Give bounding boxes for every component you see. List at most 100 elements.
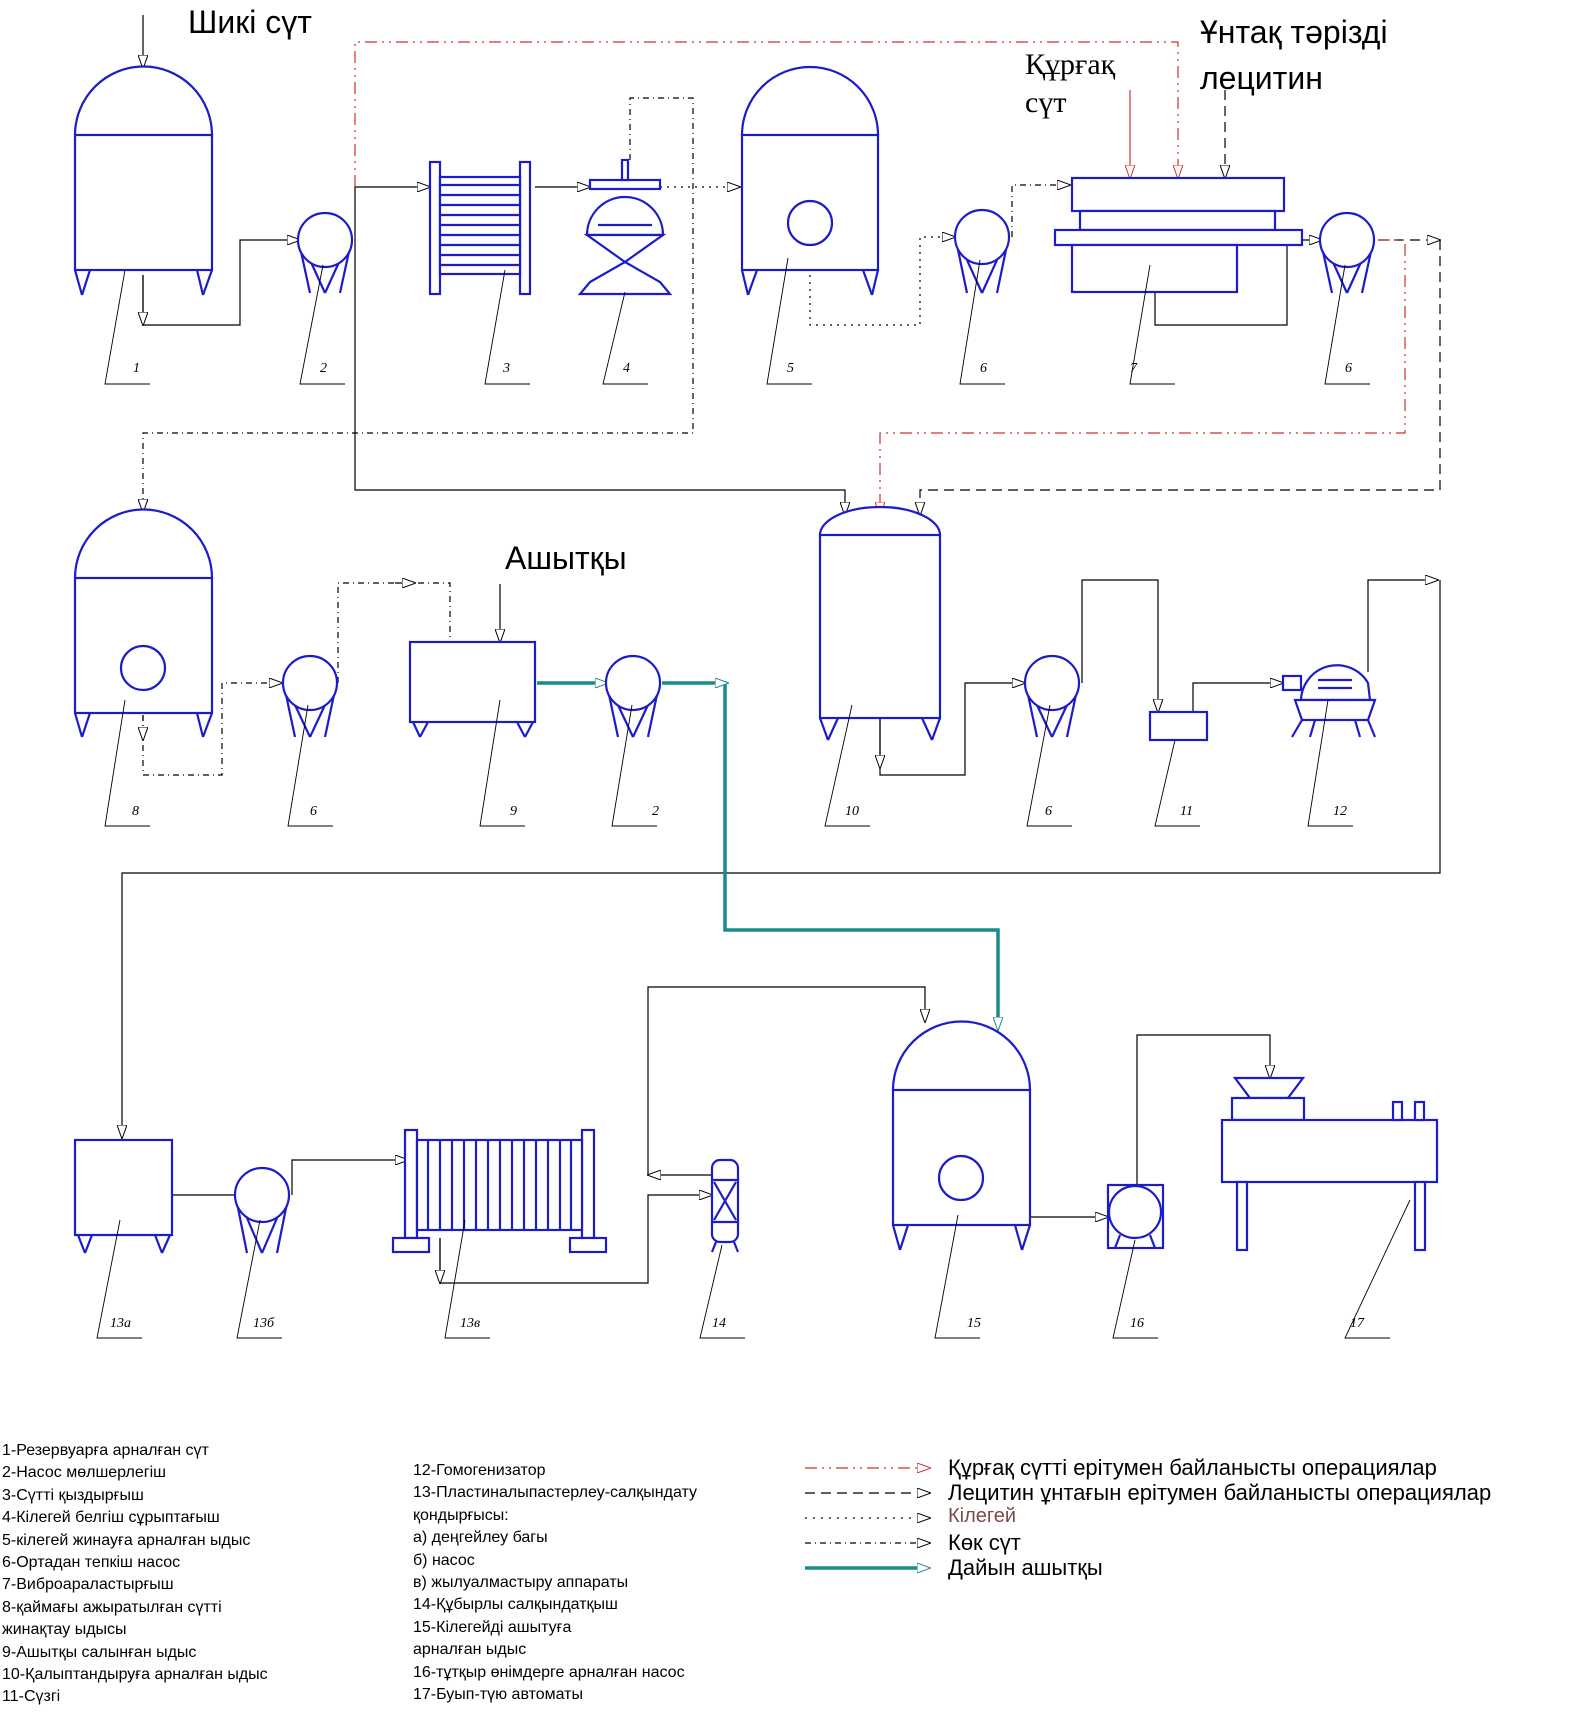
item-number: 16 [1130,1316,1144,1331]
packing-machine-17 [1220,1076,1439,1252]
legend-item: 12-Гомогенизатор [413,1462,546,1479]
legend-item: 11-Сүзгі [2,1688,61,1706]
item-number: 15 [967,1316,981,1331]
legend-item: 9-Ашытқы салынған ыдыс [2,1643,197,1661]
item-number: 11 [1180,804,1193,819]
filter-11 [1148,710,1209,742]
centrifugal-pump-6b [1318,211,1376,294]
item-numbers: 1 2 3 4 5 6 7 6 8 6 9 2 10 6 11 12 13а 1… [110,361,1365,1331]
equipment-legend-1: 1-Резервуарға арналған сүт 2-Насос мөлше… [2,1440,268,1709]
legend-item: қондырғысы: [413,1506,509,1524]
legend-item: арналған ыдыс [413,1641,527,1659]
line-legend-lecithin: Лецитин ұнтағын ерітумен байланысты опер… [948,1480,1492,1505]
item-number: 6 [310,804,317,819]
item-number: 14 [712,1316,726,1331]
item-number: 2 [652,804,659,819]
item-number: 13в [460,1316,480,1331]
item-number: 4 [623,361,630,376]
dry-milk-input-label-2: сүт [1025,86,1067,119]
plate-heat-exchanger-13v [391,1128,608,1254]
equipment-legend-2: 12-Гомогенизатор 13-Пластиналыпастерлеу-… [413,1460,697,1706]
skim-milk-tank-8 [73,508,214,738]
starter-input-label: Ашытқы [505,540,627,576]
pipe-homogenizer-out [1367,580,1438,672]
legend-item: 1-Резервуарға арналған сүт [2,1442,209,1459]
legend-item: 13-Пластиналыпастерлеу-салқындату [413,1484,697,1502]
item-number: 10 [845,804,859,819]
item-number: 1 [133,361,140,376]
pipe-tank8-pump6 [142,683,282,776]
legend-item: 8-қаймағы ажыратылған сүтті [2,1598,222,1616]
item-number: 6 [1045,804,1052,819]
vibro-mixer-7 [1053,176,1304,294]
item-number: 13б [253,1316,275,1331]
cream-tank-5 [740,65,880,296]
pipe-pump2-heater3 [354,187,430,240]
lecithin-input-label-1: Ұнтақ тәрізді [1200,14,1388,50]
centrifugal-pump-6c [281,654,339,738]
legend-item: 6-Ортадан тепкіш насос [2,1554,181,1572]
item-number: 2 [320,361,327,376]
legend-item: б) насос [413,1551,475,1569]
legend-item: 17-Буып-түю автоматы [413,1686,584,1704]
pipe-skim-milk [143,97,694,512]
equipment [73,65,1439,1254]
line-legend-dry-milk: Құрғақ сүтті ерітумен байланысты операци… [948,1455,1437,1480]
item-number: 5 [787,361,794,376]
starter-vessel-9 [408,640,537,738]
item-number: 17 [1350,1316,1365,1331]
milk-heater-3 [428,160,532,296]
legend-item: жинақтау ыдысы [2,1621,127,1639]
tubular-cooler-14 [710,1158,740,1253]
legend-item: 3-Сүтті қыздырғыш [2,1486,144,1504]
dry-milk-input-label-1: Құрғақ [1025,48,1116,81]
legend-item: в) жылуалмастыру аппараты [413,1574,629,1592]
legend-item: а) деңгейлеу багы [413,1529,548,1547]
pipe-filter-homogenizer [1192,683,1283,712]
line-legend-swatches [805,1468,930,1568]
pipe-13b-13v [291,1160,408,1195]
raw-milk-tank-1 [73,65,214,296]
pipe-tank5-pump6 [809,237,955,326]
line-legend-starter: Дайын ашытқы [948,1555,1103,1580]
pipe-16-17 [1136,1034,1270,1185]
centrifugal-pump-6a [953,208,1011,294]
item-number: 7 [1130,361,1138,376]
raw-milk-input-label: Шикі сүт [188,4,312,40]
item-number: 8 [132,804,139,819]
legend-item: 5-кілегей жинауға арналған ыдыс [2,1531,251,1549]
lecithin-input-label-2: лецитин [1200,60,1323,96]
legend-item: 16-тұтқыр өнімдерге арналған насос [413,1663,685,1681]
pipe-pump2-tank10 [354,240,845,515]
dosing-pump-2 [296,211,354,294]
legend-item: 2-Насос мөлшерлегіш [2,1464,166,1482]
legend-item: 7-Виброараластырғыш [2,1576,174,1594]
item-number: 9 [510,804,517,819]
item-number: 3 [502,361,510,376]
line-legend-cream: Кілегей [948,1505,1017,1527]
leader-lines [96,257,1411,1339]
normalization-tank-10 [818,505,942,741]
balance-tank-13a [73,1138,174,1254]
legend-item: 15-Кілегейді ашытуға [413,1618,572,1636]
dry-milk-line [354,41,1406,515]
item-number: 6 [980,361,987,376]
line-legend-skim-milk: Көк сүт [948,1530,1021,1555]
cream-separator-4 [577,158,673,296]
item-number: 12 [1333,804,1347,819]
pump-13b [233,1166,291,1254]
viscous-pump-16 [1106,1183,1165,1250]
cream-fermentation-tank-15 [891,1020,1032,1251]
legend-item: 4-Кілегей белгіш сұрыптағыш [2,1509,220,1527]
item-number: 13а [110,1316,131,1331]
dosing-pump-2b [604,654,662,738]
homogenizer-12 [1281,664,1377,738]
item-number: 6 [1345,361,1352,376]
centrifugal-pump-6d [1023,654,1081,738]
pipe-pump6-filter11 [1081,579,1158,712]
legend-item: 14-Құбырлы салқындатқыш [413,1596,618,1614]
pipes [122,15,1440,1283]
legend-item: 10-Қалыптандыруға арналған ыдыс [2,1666,268,1684]
pipe-14-tank15 [647,986,925,1176]
